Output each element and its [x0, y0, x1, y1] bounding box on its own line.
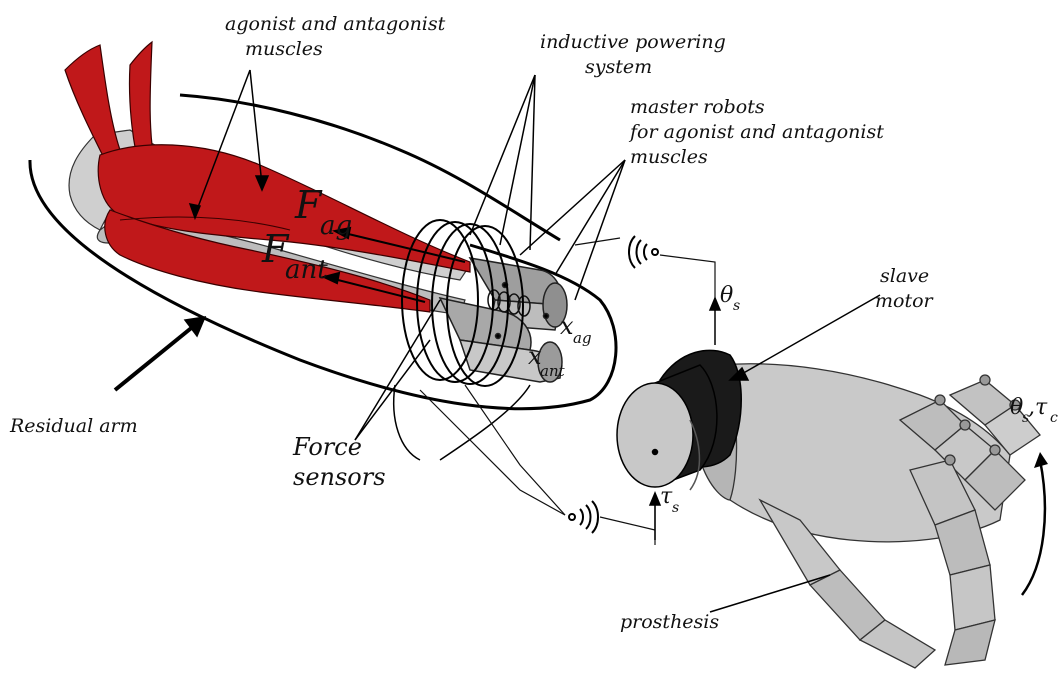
force-sensors-label-line2: sensors [293, 463, 386, 491]
prosthetic-hand [696, 364, 1040, 668]
wireless-signal-icon [569, 501, 598, 533]
inductive-label-line2: system [585, 56, 652, 78]
theta-tau-subscript-2: c [1050, 410, 1058, 426]
f-ant-subscript: ant [285, 255, 328, 285]
agonist-label-line1: agonist and antagonist [225, 13, 446, 35]
tau-s-subscript: s [672, 500, 679, 516]
master-label-line3: muscles [630, 146, 708, 168]
agonist-label-line2: muscles [245, 38, 323, 60]
f-ag-subscript: ag [320, 211, 352, 241]
theta-s-subscript: s [733, 298, 740, 314]
inductive-label-line1: inductive powering [540, 31, 726, 53]
wireless-signal-icon [629, 236, 658, 268]
prosthesis-label: prosthesis [620, 611, 719, 633]
x-ant-subscript: ant [540, 362, 566, 380]
slave-label-line1: slave [880, 265, 929, 287]
f-ag-symbol: F [294, 183, 323, 227]
theta-arrow [710, 298, 720, 345]
x-ag-subscript: ag [573, 329, 592, 347]
residual-arm-label: Residual arm [9, 415, 138, 437]
slave-label-line2: motor [875, 290, 935, 312]
tau-arrow [650, 493, 660, 540]
rotation-arrow [1022, 452, 1048, 595]
x-ag-symbol: x [560, 312, 574, 340]
master-label-line2: for agonist and antagonist [628, 121, 884, 143]
force-sensors-label-line1: Force [292, 433, 362, 461]
theta-tau-separator: ,τ [1028, 395, 1048, 420]
theta-s-symbol: θ [720, 283, 733, 308]
master-label-line1: master robots [630, 96, 765, 118]
